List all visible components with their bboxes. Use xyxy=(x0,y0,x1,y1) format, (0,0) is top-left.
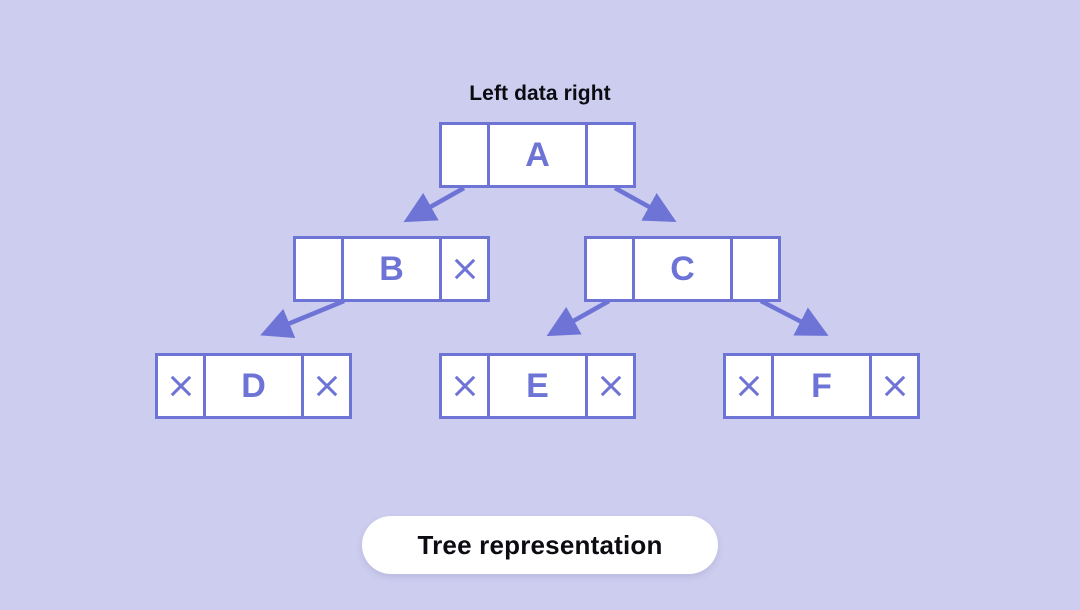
tree-node-d[interactable]: D xyxy=(155,353,352,419)
caption-label: Tree representation xyxy=(417,529,663,560)
node-b-right-null-icon xyxy=(452,256,478,282)
node-e-data-cell[interactable]: E xyxy=(487,353,588,419)
node-a-data-cell[interactable]: A xyxy=(487,122,588,188)
tree-node-a[interactable]: A xyxy=(439,122,636,188)
node-c-data-label: C xyxy=(670,250,695,288)
node-b-data-cell[interactable]: B xyxy=(341,236,442,302)
node-a-data-label: A xyxy=(525,136,550,174)
tree-node-b[interactable]: B xyxy=(293,236,490,302)
node-f-right-null-icon xyxy=(882,373,908,399)
node-f-left-null-icon xyxy=(736,373,762,399)
node-f-data-cell[interactable]: F xyxy=(771,353,872,419)
node-f-left-pointer-cell[interactable] xyxy=(723,353,774,419)
edge-c-to-e xyxy=(546,299,611,337)
node-c-left-pointer-cell[interactable] xyxy=(584,236,635,302)
tree-node-e[interactable]: E xyxy=(439,353,636,419)
node-b-left-pointer-cell[interactable] xyxy=(293,236,344,302)
node-b-right-pointer-cell[interactable] xyxy=(439,236,490,302)
node-c-right-pointer-cell[interactable] xyxy=(730,236,781,302)
node-d-left-pointer-cell[interactable] xyxy=(155,353,206,419)
edge-a-to-b xyxy=(403,186,466,223)
node-b-data-label: B xyxy=(379,250,404,288)
tree-node-f[interactable]: F xyxy=(723,353,920,419)
node-e-right-pointer-cell[interactable] xyxy=(585,353,636,419)
edge-a-to-c xyxy=(613,186,677,223)
node-d-left-null-icon xyxy=(168,373,194,399)
node-d-right-pointer-cell[interactable] xyxy=(301,353,352,419)
pointer-legend-label: Left data right xyxy=(469,82,611,105)
node-e-left-null-icon xyxy=(452,373,478,399)
node-e-left-pointer-cell[interactable] xyxy=(439,353,490,419)
node-d-right-null-icon xyxy=(314,373,340,399)
node-a-right-pointer-cell[interactable] xyxy=(585,122,636,188)
node-e-data-label: E xyxy=(526,367,549,405)
caption-pill: Tree representation xyxy=(362,516,718,574)
node-c-data-cell[interactable]: C xyxy=(632,236,733,302)
node-a-left-pointer-cell[interactable] xyxy=(439,122,490,188)
node-e-right-null-icon xyxy=(598,373,624,399)
node-f-data-label: F xyxy=(811,367,832,405)
edge-c-to-f xyxy=(759,299,829,336)
node-d-data-cell[interactable]: D xyxy=(203,353,304,419)
edge-b-to-d xyxy=(260,298,345,339)
node-f-right-pointer-cell[interactable] xyxy=(869,353,920,419)
node-d-data-label: D xyxy=(241,367,266,405)
tree-node-c[interactable]: C xyxy=(584,236,781,302)
